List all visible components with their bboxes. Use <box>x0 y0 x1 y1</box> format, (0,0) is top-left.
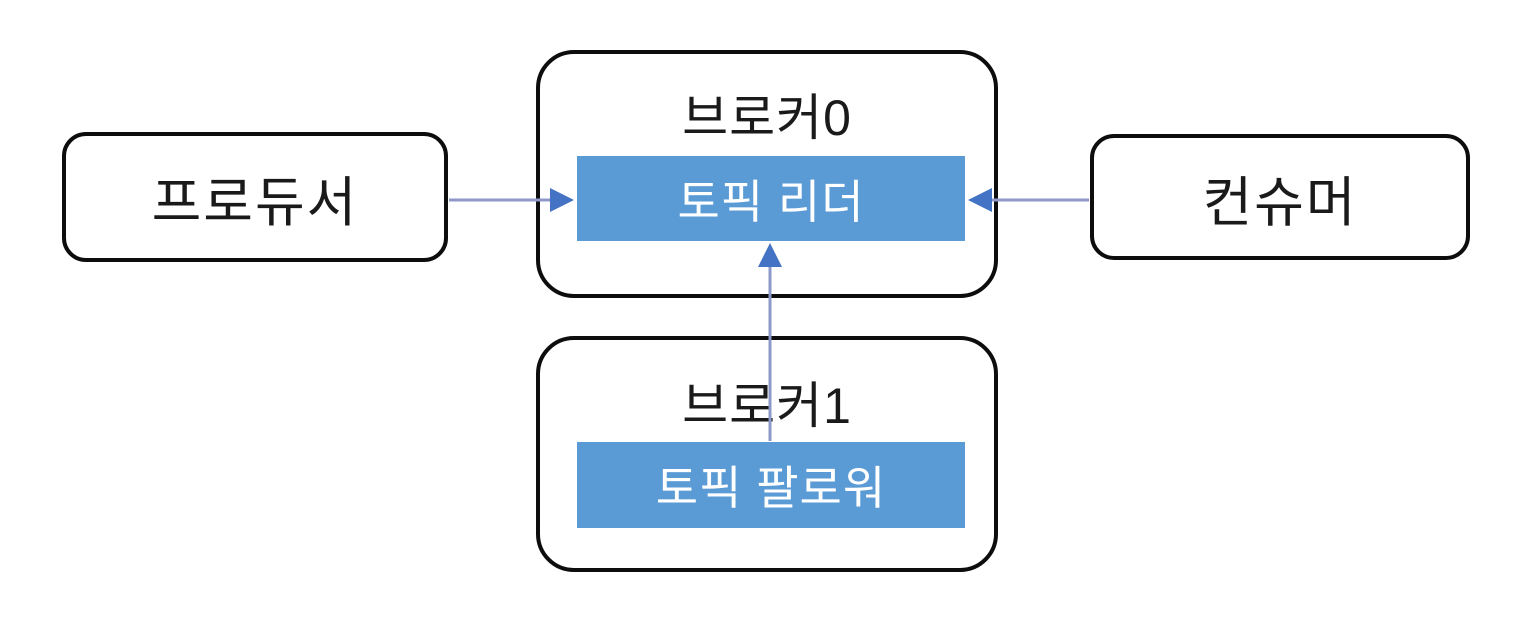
node-topic-follower: 토픽 팔로워 <box>577 442 965 528</box>
broker0-title: 브로커0 <box>682 90 852 146</box>
broker1-title: 브로커1 <box>682 378 852 434</box>
topic-leader-label: 토픽 리더 <box>677 175 865 228</box>
node-producer: 프로듀서 <box>62 132 448 262</box>
producer-label: 프로듀서 <box>151 172 359 233</box>
consumer-label: 컨슈머 <box>1202 172 1358 233</box>
topic-follower-label: 토픽 팔로워 <box>655 462 887 514</box>
node-topic-leader: 토픽 리더 <box>577 156 965 241</box>
node-broker1: 브로커1 토픽 팔로워 <box>536 336 998 572</box>
node-consumer: 컨슈머 <box>1090 134 1470 260</box>
node-broker0: 브로커0 토픽 리더 <box>536 50 998 298</box>
